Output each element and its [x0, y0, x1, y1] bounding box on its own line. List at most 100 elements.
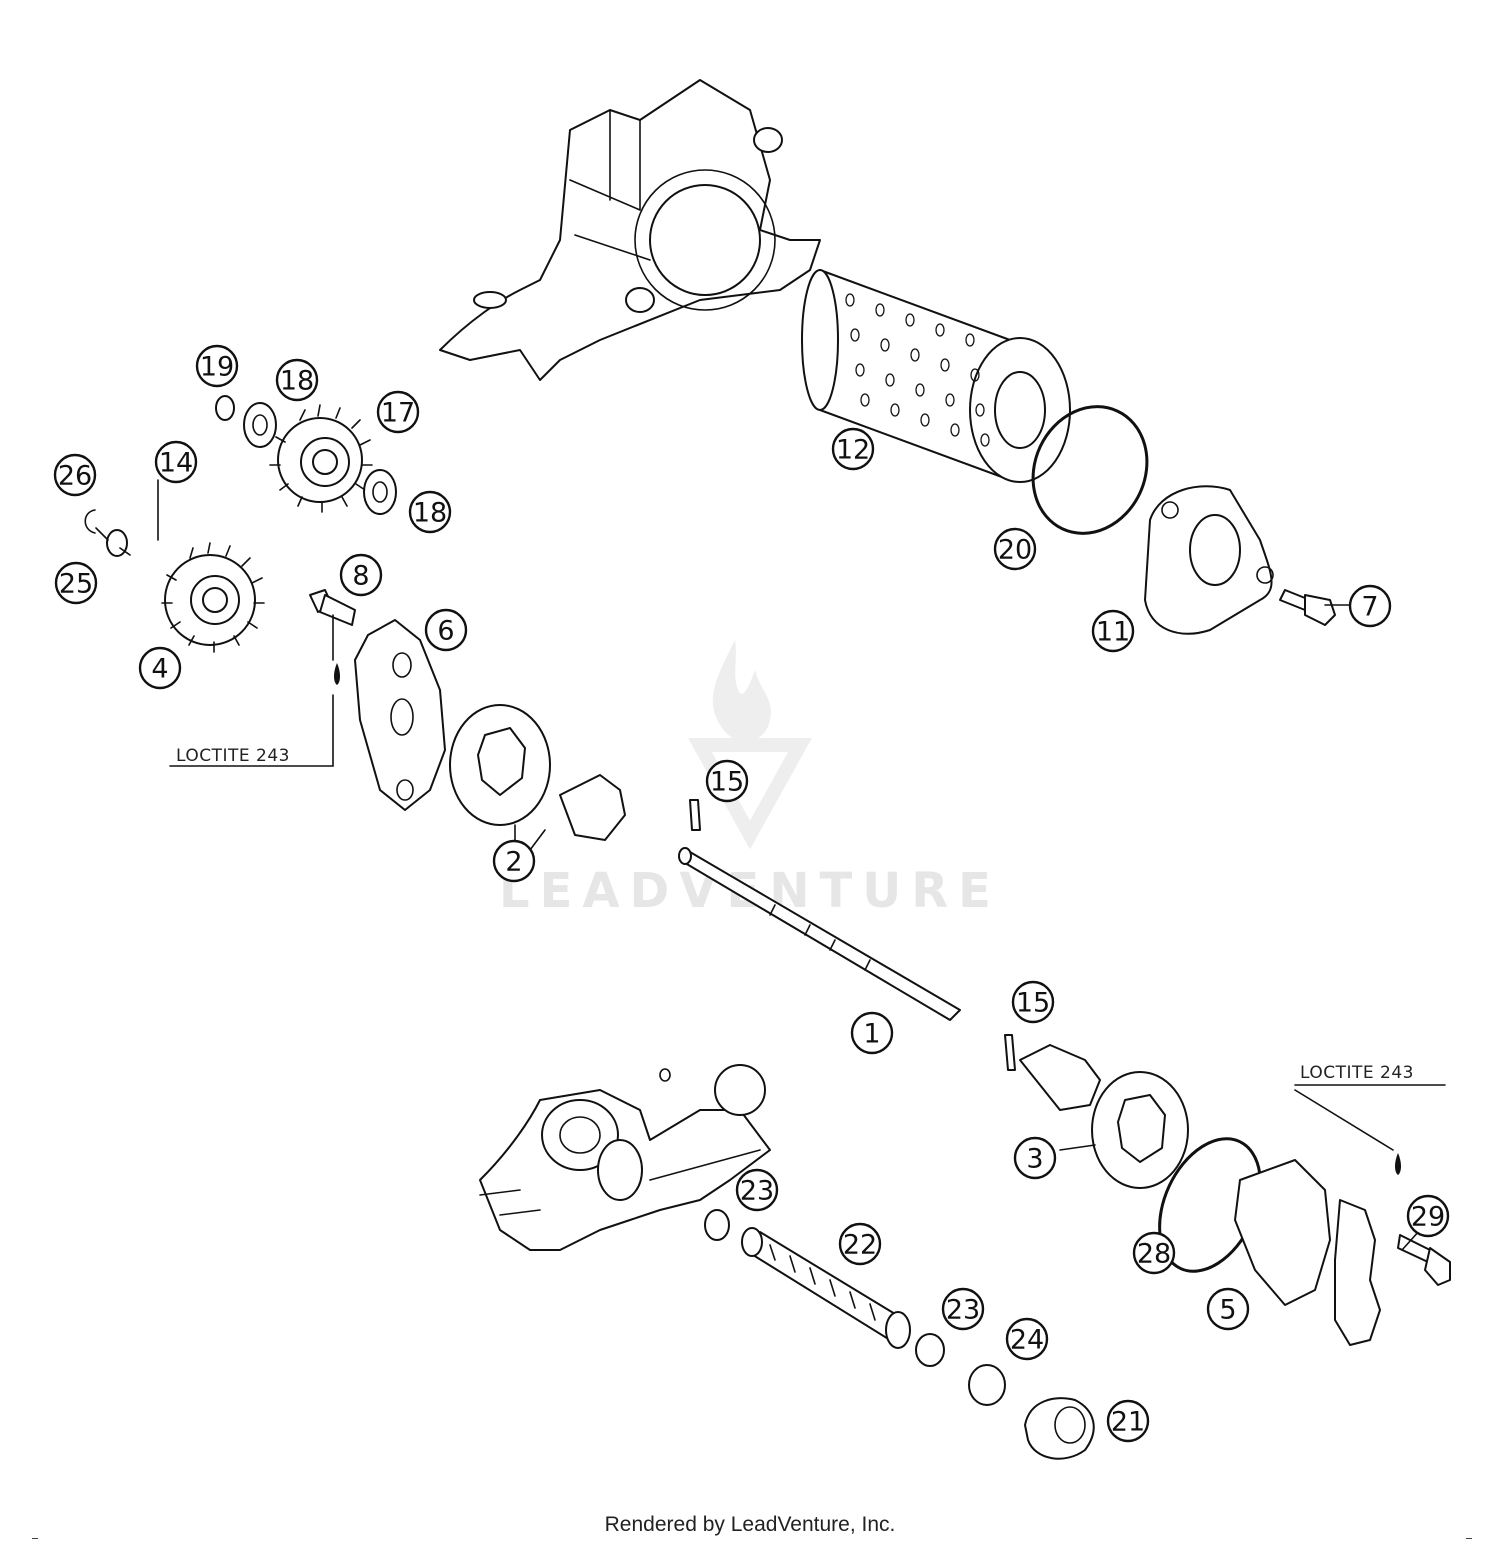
- callout-circle: [1005, 1317, 1049, 1361]
- callout-25: 25: [54, 561, 98, 605]
- callout-11: 11: [1091, 609, 1135, 653]
- callout-4: 4: [138, 646, 182, 690]
- callout-18: 18: [275, 358, 319, 402]
- o-ring-20: [1031, 405, 1149, 535]
- pump-cover-5: [1234, 1159, 1331, 1306]
- callout-circle: [831, 427, 875, 471]
- callout-circle: [339, 553, 383, 597]
- callout-15: 15: [1011, 980, 1055, 1024]
- callout-circle: [1011, 980, 1055, 1024]
- callout-number: 26: [58, 461, 92, 492]
- callout-8: 8: [339, 553, 383, 597]
- washer-18-bottom: [363, 469, 397, 515]
- callout-circle: [53, 453, 97, 497]
- drain-plug-21: [1024, 1397, 1095, 1460]
- gear-17: [269, 404, 373, 513]
- o-ring-23-left: [704, 1209, 730, 1241]
- callout-1: 1: [850, 1011, 894, 1055]
- callout-number: 15: [710, 767, 744, 798]
- callout-circle: [1106, 1399, 1150, 1443]
- corner-mark-left: [32, 1538, 38, 1539]
- rotor-set-3: [1019, 1044, 1189, 1189]
- callout-number: 6: [437, 616, 454, 647]
- washer-18-top: [243, 402, 277, 448]
- callout-23: 23: [735, 1168, 779, 1212]
- callout-number: 24: [1010, 1325, 1044, 1356]
- callout-circle: [408, 490, 452, 534]
- callout-6: 6: [424, 608, 468, 652]
- callout-7: 7: [1348, 584, 1392, 628]
- callout-22: 22: [838, 1222, 882, 1266]
- callout-circle: [1132, 1231, 1176, 1275]
- pump-plate-6: [354, 619, 446, 811]
- callout-29: 29: [1406, 1194, 1450, 1238]
- callout-circle: [705, 759, 749, 803]
- callout-3: 3: [1013, 1136, 1057, 1180]
- callout-circle: [195, 344, 239, 388]
- callout-19: 19: [195, 344, 239, 388]
- pin-15-bottom: [1004, 1034, 1016, 1071]
- callout-5: 5: [1206, 1287, 1250, 1331]
- pin-15-top: [689, 799, 701, 831]
- callout-circle: [838, 1222, 882, 1266]
- callout-12: 12: [831, 427, 875, 471]
- loctite-note-left: LOCTITE 243: [169, 694, 334, 767]
- callout-number: 18: [280, 366, 314, 397]
- callout-number: 5: [1219, 1295, 1236, 1326]
- engine-case-upper: [439, 79, 821, 381]
- screw-8: [309, 589, 356, 685]
- callout-circle: [424, 608, 468, 652]
- engine-case-lower: [479, 1064, 771, 1251]
- bolt-7: [1279, 589, 1336, 626]
- callout-28: 28: [1132, 1231, 1176, 1275]
- callout-number: 23: [946, 1295, 980, 1326]
- callout-number: 17: [381, 398, 415, 429]
- callout-circle: [941, 1287, 985, 1331]
- callout-26: 26: [53, 453, 97, 497]
- oil-screen-22: [741, 1227, 911, 1349]
- callout-number: 28: [1137, 1239, 1171, 1270]
- callout-number: 2: [505, 847, 522, 878]
- callout-24: 24: [1005, 1317, 1049, 1361]
- rotor-set-2: [449, 704, 626, 851]
- callout-15: 15: [705, 759, 749, 803]
- callout-number: 8: [352, 561, 369, 592]
- callout-circle: [993, 527, 1037, 571]
- callout-number: 15: [1016, 988, 1050, 1019]
- callout-number: 19: [200, 352, 234, 383]
- callout-18: 18: [408, 490, 452, 534]
- callout-circle: [735, 1168, 779, 1212]
- loctite-right-label: LOCTITE 243: [1300, 1063, 1414, 1083]
- callout-circle: [492, 839, 536, 883]
- callout-number: 14: [159, 448, 193, 479]
- callout-number: 4: [151, 654, 168, 685]
- circlip-19: [215, 395, 235, 421]
- callout-circle: [154, 440, 198, 484]
- callout-circle: [1406, 1194, 1450, 1238]
- circlip-26: [84, 509, 96, 534]
- callout-number: 1: [863, 1019, 880, 1050]
- callout-number: 25: [59, 569, 93, 600]
- callout-circle: [1206, 1287, 1250, 1331]
- callout-number: 21: [1111, 1407, 1145, 1438]
- callout-2: 2: [492, 839, 536, 883]
- o-ring-23-right: [915, 1333, 945, 1367]
- loctite-left-label: LOCTITE 243: [176, 746, 290, 766]
- callout-21: 21: [1106, 1399, 1150, 1443]
- callout-14: 14: [154, 440, 198, 484]
- callout-number: 23: [740, 1176, 774, 1207]
- callout-number: 3: [1026, 1144, 1043, 1175]
- callout-number: 29: [1411, 1202, 1445, 1233]
- callout-circle: [54, 561, 98, 605]
- filter-cover: [1144, 485, 1274, 635]
- oil-filter: [801, 269, 1071, 483]
- callout-circle: [275, 358, 319, 402]
- callout-circle: [138, 646, 182, 690]
- corner-mark-right: [1466, 1538, 1472, 1539]
- loctite-note-right: LOCTITE 243: [1294, 1063, 1446, 1151]
- callout-number: 22: [843, 1230, 877, 1261]
- washer-25: [106, 529, 128, 557]
- callout-circle: [1348, 584, 1392, 628]
